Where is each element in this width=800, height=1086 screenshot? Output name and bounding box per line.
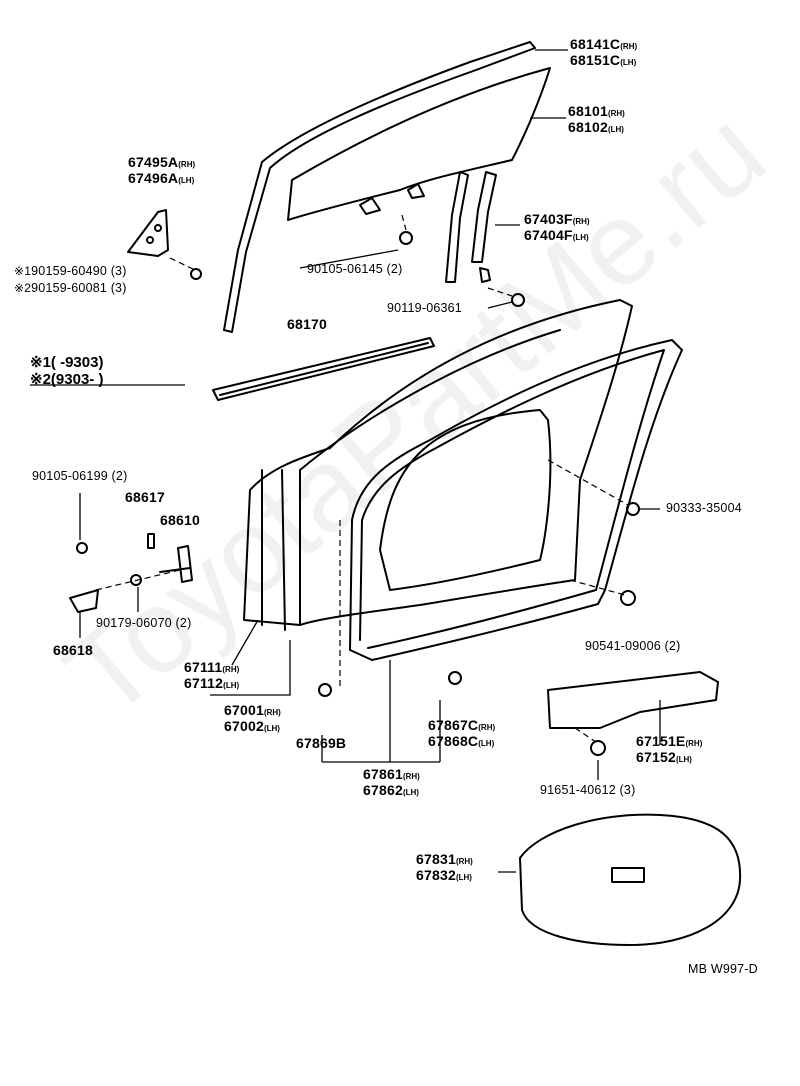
label-67496a: 67496A(LH) xyxy=(128,170,195,186)
label-68170: 68170 xyxy=(287,316,327,332)
label-90105-06199: 90105-06199 (2) xyxy=(32,469,128,483)
label-67861: 67861(RH) xyxy=(363,766,420,782)
label-90159-60081: ※290159-60081 (3) xyxy=(14,281,127,295)
note-range-1: ※1( -9303) xyxy=(30,354,104,371)
label-68141c: 68141C(RH) xyxy=(570,36,638,52)
label-67151e: 67151E(RH) xyxy=(636,733,703,749)
glass-run-channel-shape xyxy=(445,171,469,283)
window-weatherstrip-shape xyxy=(223,41,536,333)
hinge-upper-shape xyxy=(177,545,193,583)
label-90333-35004: 90333-35004 xyxy=(666,501,742,515)
label-67862: 67862(LH) xyxy=(363,782,419,798)
mirror-bracket-shape xyxy=(127,209,169,257)
label-67002: 67002(LH) xyxy=(224,718,280,734)
label-68610: 68610 xyxy=(160,512,200,528)
label-90541-09006: 90541-09006 (2) xyxy=(585,639,681,653)
label-67403f: 67403F(RH) xyxy=(524,211,590,227)
label-67152: 67152(LH) xyxy=(636,749,692,765)
label-68618: 68618 xyxy=(53,642,93,658)
belt-moulding-shape xyxy=(212,337,435,401)
label-68101: 68101(RH) xyxy=(568,103,625,119)
label-67001: 67001(RH) xyxy=(224,702,281,718)
door-weatherstrip-shape xyxy=(349,339,683,661)
label-67111: 67111(RH) xyxy=(184,659,240,675)
label-68617: 68617 xyxy=(125,489,165,505)
label-90179-06070: 90179-06070 (2) xyxy=(96,616,192,630)
door-panel-shape xyxy=(243,299,633,626)
door-glass-shape xyxy=(287,67,551,221)
label-67832: 67832(LH) xyxy=(416,867,472,883)
label-67867c: 67867C(RH) xyxy=(428,717,496,733)
label-90119-06361: 90119-06361 xyxy=(387,301,462,315)
label-90105-06145: 90105-06145 (2) xyxy=(307,262,403,276)
label-67495a: 67495A(RH) xyxy=(128,154,196,170)
label-91651-40612: 91651-40612 (3) xyxy=(540,783,636,797)
label-67404f: 67404F(LH) xyxy=(524,227,589,243)
label-67868c: 67868C(LH) xyxy=(428,733,495,749)
label-67869b: 67869B xyxy=(296,735,347,751)
drawing-code: MB W997-D xyxy=(688,962,758,976)
hinge-lower-shape xyxy=(69,589,99,613)
service-cover-shape xyxy=(519,813,742,946)
label-67831: 67831(RH) xyxy=(416,851,473,867)
note-range-2: ※2(9303- ) xyxy=(30,371,104,388)
label-67112: 67112(LH) xyxy=(184,675,240,691)
label-68151c: 68151C(LH) xyxy=(570,52,637,68)
door-check-shape xyxy=(547,671,719,729)
label-68102: 68102(LH) xyxy=(568,119,624,135)
label-90159-60490: ※190159-60490 (3) xyxy=(14,264,127,278)
